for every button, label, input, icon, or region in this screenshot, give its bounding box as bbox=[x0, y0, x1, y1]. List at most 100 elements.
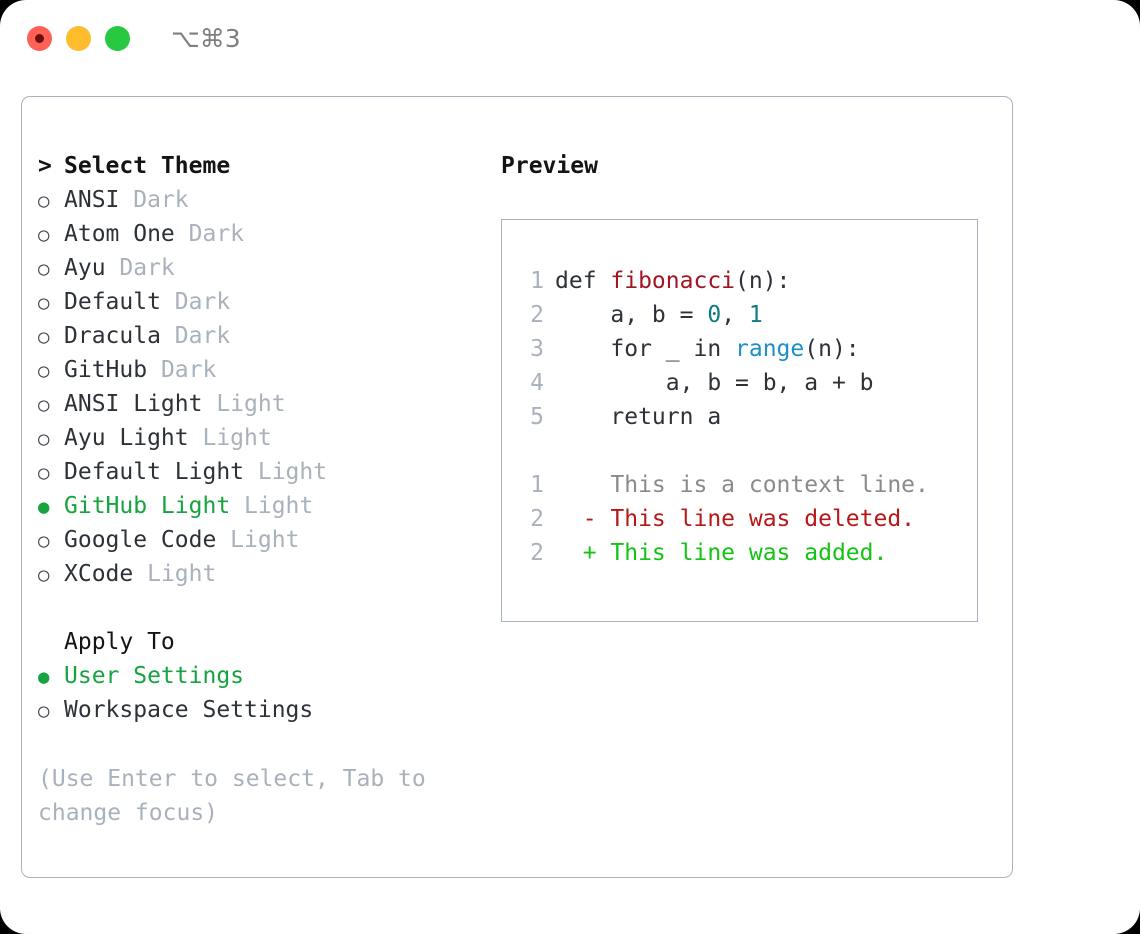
theme-picker-dialog: >Select Theme ○ANSI Dark○Atom One Dark○A… bbox=[21, 96, 1013, 878]
theme-option-category: Dark bbox=[147, 357, 217, 383]
apply-to-title: Apply To bbox=[64, 629, 175, 655]
radio-unselected-icon: ○ bbox=[38, 530, 50, 552]
diff-line-content: This is a context line. bbox=[555, 468, 929, 502]
theme-option-category: Light bbox=[188, 425, 272, 451]
diff-line-content: + This line was added. bbox=[555, 536, 888, 570]
theme-option-category: Light bbox=[216, 527, 300, 553]
preview-title: Preview bbox=[501, 153, 598, 179]
line-number: 1 bbox=[530, 472, 544, 498]
theme-option-label: Ayu bbox=[64, 255, 106, 281]
theme-option-ansi[interactable]: ○ANSI Dark bbox=[38, 183, 478, 217]
code-token-plain: def bbox=[555, 268, 611, 294]
line-number: 1 bbox=[530, 268, 544, 294]
theme-option-google-code[interactable]: ○ Google Code Light bbox=[38, 523, 478, 557]
theme-option-ayu-light[interactable]: ○ Ayu Light Light bbox=[38, 421, 478, 455]
theme-option-dracula[interactable]: ○Dracula Dark bbox=[38, 319, 478, 353]
diff-line-content: - This line was deleted. bbox=[555, 502, 915, 536]
title-bar: ⌥⌘3 bbox=[0, 0, 1140, 78]
theme-option-default-light[interactable]: ○Default Light Light bbox=[38, 455, 478, 489]
line-number: 2 bbox=[530, 506, 544, 532]
diff-line-del: 2 - This line was deleted. bbox=[518, 502, 971, 536]
code-token-call: range bbox=[735, 336, 805, 362]
code-line-content: a, b = 0, 1 bbox=[555, 298, 763, 332]
apply-to-option-user-settings[interactable]: ● User Settings bbox=[38, 659, 478, 693]
theme-option-ayu[interactable]: ○ Ayu Dark bbox=[38, 251, 478, 285]
theme-option-label: Atom One bbox=[64, 221, 175, 247]
theme-option-category: Dark bbox=[174, 221, 245, 247]
theme-option-label: Google Code bbox=[64, 527, 217, 553]
code-line: 5 return a bbox=[518, 400, 971, 434]
apply-to-header: >Apply To bbox=[38, 625, 478, 659]
theme-option-label: Dracula bbox=[64, 323, 161, 349]
theme-option-category: Dark bbox=[119, 187, 189, 213]
keyboard-hint-text: (Use Enter to select, Tab to change focu… bbox=[38, 766, 426, 826]
radio-unselected-icon: ○ bbox=[38, 326, 50, 348]
theme-option-label: GitHub Light bbox=[64, 493, 231, 519]
code-token-num: 1 bbox=[748, 302, 763, 328]
theme-option-label: Default Light bbox=[64, 459, 245, 485]
diff-sample: 1 This is a context line.2 - This line w… bbox=[518, 468, 971, 570]
theme-option-category: Dark bbox=[105, 255, 175, 281]
line-number: 5 bbox=[530, 404, 544, 430]
code-token-fn: fibonacci bbox=[610, 268, 736, 294]
code-diff-spacer bbox=[518, 434, 971, 468]
diff-line-text: This line was added. bbox=[610, 540, 888, 566]
line-number: 3 bbox=[530, 336, 544, 362]
apply-to-list: ● User Settings ○ Workspace Settings bbox=[38, 659, 478, 727]
radio-unselected-icon: ○ bbox=[38, 564, 50, 586]
theme-option-label: ANSI Light bbox=[64, 391, 203, 417]
diff-line-add: 2 + This line was added. bbox=[518, 536, 971, 570]
theme-option-default[interactable]: ○Default Dark bbox=[38, 285, 478, 319]
close-button[interactable] bbox=[27, 26, 52, 51]
traffic-lights bbox=[27, 26, 130, 51]
apply-to-option-workspace-settings[interactable]: ○ Workspace Settings bbox=[38, 693, 478, 727]
theme-option-atom-one[interactable]: ○ Atom One Dark bbox=[38, 217, 478, 251]
code-token-plain: for _ in bbox=[610, 336, 736, 362]
radio-unselected-icon: ○ bbox=[38, 292, 50, 314]
apply-to-option-label: User Settings bbox=[64, 663, 245, 689]
radio-unselected-icon: ○ bbox=[38, 224, 50, 246]
theme-option-github-light[interactable]: ●GitHub Light Light bbox=[38, 489, 478, 523]
apply-to-option-label: Workspace Settings bbox=[64, 697, 314, 723]
diff-line-text: This is a context line. bbox=[610, 472, 929, 498]
radio-unselected-icon: ○ bbox=[38, 190, 50, 212]
radio-unselected-icon: ○ bbox=[38, 428, 50, 450]
theme-option-label: Ayu Light bbox=[64, 425, 189, 451]
code-line: 2 a, b = 0, 1 bbox=[518, 298, 971, 332]
list-spacer bbox=[38, 591, 478, 625]
radio-selected-icon: ● bbox=[38, 496, 50, 518]
keyboard-shortcut-label: ⌥⌘3 bbox=[171, 24, 241, 53]
code-token-plain: a, b = b, a + b bbox=[665, 370, 874, 396]
focus-caret-icon: > bbox=[38, 153, 52, 179]
theme-list-panel: >Select Theme ○ANSI Dark○Atom One Dark○A… bbox=[38, 149, 478, 727]
code-line: 4 a, b = b, a + b bbox=[518, 366, 971, 400]
maximize-button[interactable] bbox=[105, 26, 130, 51]
theme-option-xcode[interactable]: ○XCode Light bbox=[38, 557, 478, 591]
select-theme-header: >Select Theme bbox=[38, 149, 478, 183]
theme-option-category: Dark bbox=[160, 289, 231, 315]
diff-marker: + bbox=[555, 540, 611, 566]
diff-line-text: This line was deleted. bbox=[610, 506, 916, 532]
code-token-num: 0 bbox=[707, 302, 722, 328]
theme-option-ansi-light[interactable]: ○ANSI Light Light bbox=[38, 387, 478, 421]
minimize-button[interactable] bbox=[66, 26, 91, 51]
theme-list: ○ANSI Dark○Atom One Dark○Ayu Dark○Defaul… bbox=[38, 183, 478, 591]
diff-line-ctx: 1 This is a context line. bbox=[518, 468, 971, 502]
code-line: 3 for _ in range(n): bbox=[518, 332, 971, 366]
radio-unselected-icon: ○ bbox=[38, 258, 50, 280]
radio-selected-icon: ● bbox=[38, 666, 50, 688]
code-line-content: a, b = b, a + b bbox=[555, 366, 874, 400]
diff-marker bbox=[555, 472, 610, 498]
diff-marker: - bbox=[555, 506, 611, 532]
code-token-plain: return a bbox=[610, 404, 722, 430]
line-number: 4 bbox=[530, 370, 544, 396]
theme-option-github[interactable]: ○GitHub Dark bbox=[38, 353, 478, 387]
radio-unselected-icon: ○ bbox=[38, 462, 50, 484]
radio-unselected-icon: ○ bbox=[38, 700, 50, 722]
theme-option-category: Light bbox=[133, 561, 217, 587]
